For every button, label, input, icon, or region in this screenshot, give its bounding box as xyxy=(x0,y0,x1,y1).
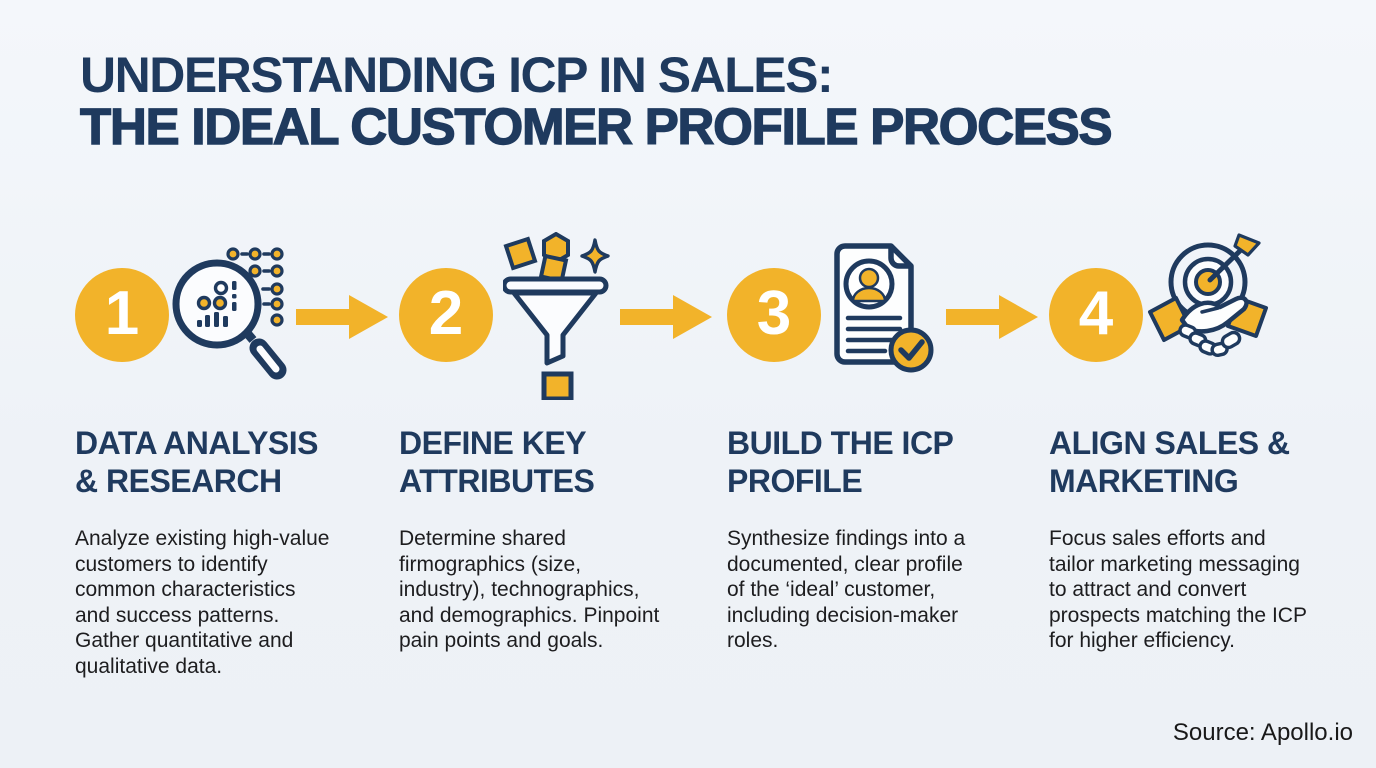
handshake-target-icon xyxy=(1148,233,1268,358)
magnifier-data-icon xyxy=(172,247,287,380)
flow-arrow-icon xyxy=(620,295,712,339)
step-2-number-badge: 2 xyxy=(399,268,493,362)
source-attribution: Source: Apollo.io xyxy=(1172,719,1353,746)
step-3-icon-row: 3 xyxy=(727,232,1039,412)
step-4-icon-row: 4 xyxy=(1049,232,1361,412)
step-4-column: 4 xyxy=(1049,232,1361,654)
flow-arrow-icon xyxy=(296,295,388,339)
icp-document-icon xyxy=(834,243,934,373)
step-1-column: 1 xyxy=(75,232,387,679)
flow-arrow-icon xyxy=(946,295,1038,339)
step-3-number-badge: 3 xyxy=(727,268,821,362)
step-4-number-badge: 4 xyxy=(1049,268,1143,362)
step-1-number-badge: 1 xyxy=(75,268,169,362)
step-4-description: Focus sales efforts and tailor marketing… xyxy=(1049,527,1307,652)
page-title-line2: THE IDEAL CUSTOMER PROFILE PROCESS xyxy=(79,98,1113,155)
step-4-heading: ALIGN SALES & MARKETING xyxy=(1049,425,1290,499)
step-2-column: 2 DEFINE KEY ATTRIBUTES Determine shared… xyxy=(399,232,711,654)
page-title: UNDERSTANDING ICP IN SALES: THE IDEAL CU… xyxy=(79,47,1113,155)
step-3-description: Synthesize findings into a documented, c… xyxy=(727,527,966,652)
step-1-icon-row: 1 xyxy=(75,232,387,412)
step-2-icon-row: 2 xyxy=(399,232,711,412)
step-2-heading: DEFINE KEY ATTRIBUTES xyxy=(399,425,595,499)
page-title-line1: UNDERSTANDING ICP IN SALES: xyxy=(80,47,834,103)
step-1-description: Analyze existing high-value customers to… xyxy=(75,527,330,678)
step-1-heading: DATA ANALYSIS & RESEARCH xyxy=(75,425,319,499)
step-2-description: Determine shared firmographics (size, in… xyxy=(399,527,660,652)
funnel-icon xyxy=(503,232,610,400)
step-3-heading: BUILD THE ICP PROFILE xyxy=(727,425,954,499)
step-3-column: 3 BUILD THE ICP xyxy=(727,232,1039,654)
